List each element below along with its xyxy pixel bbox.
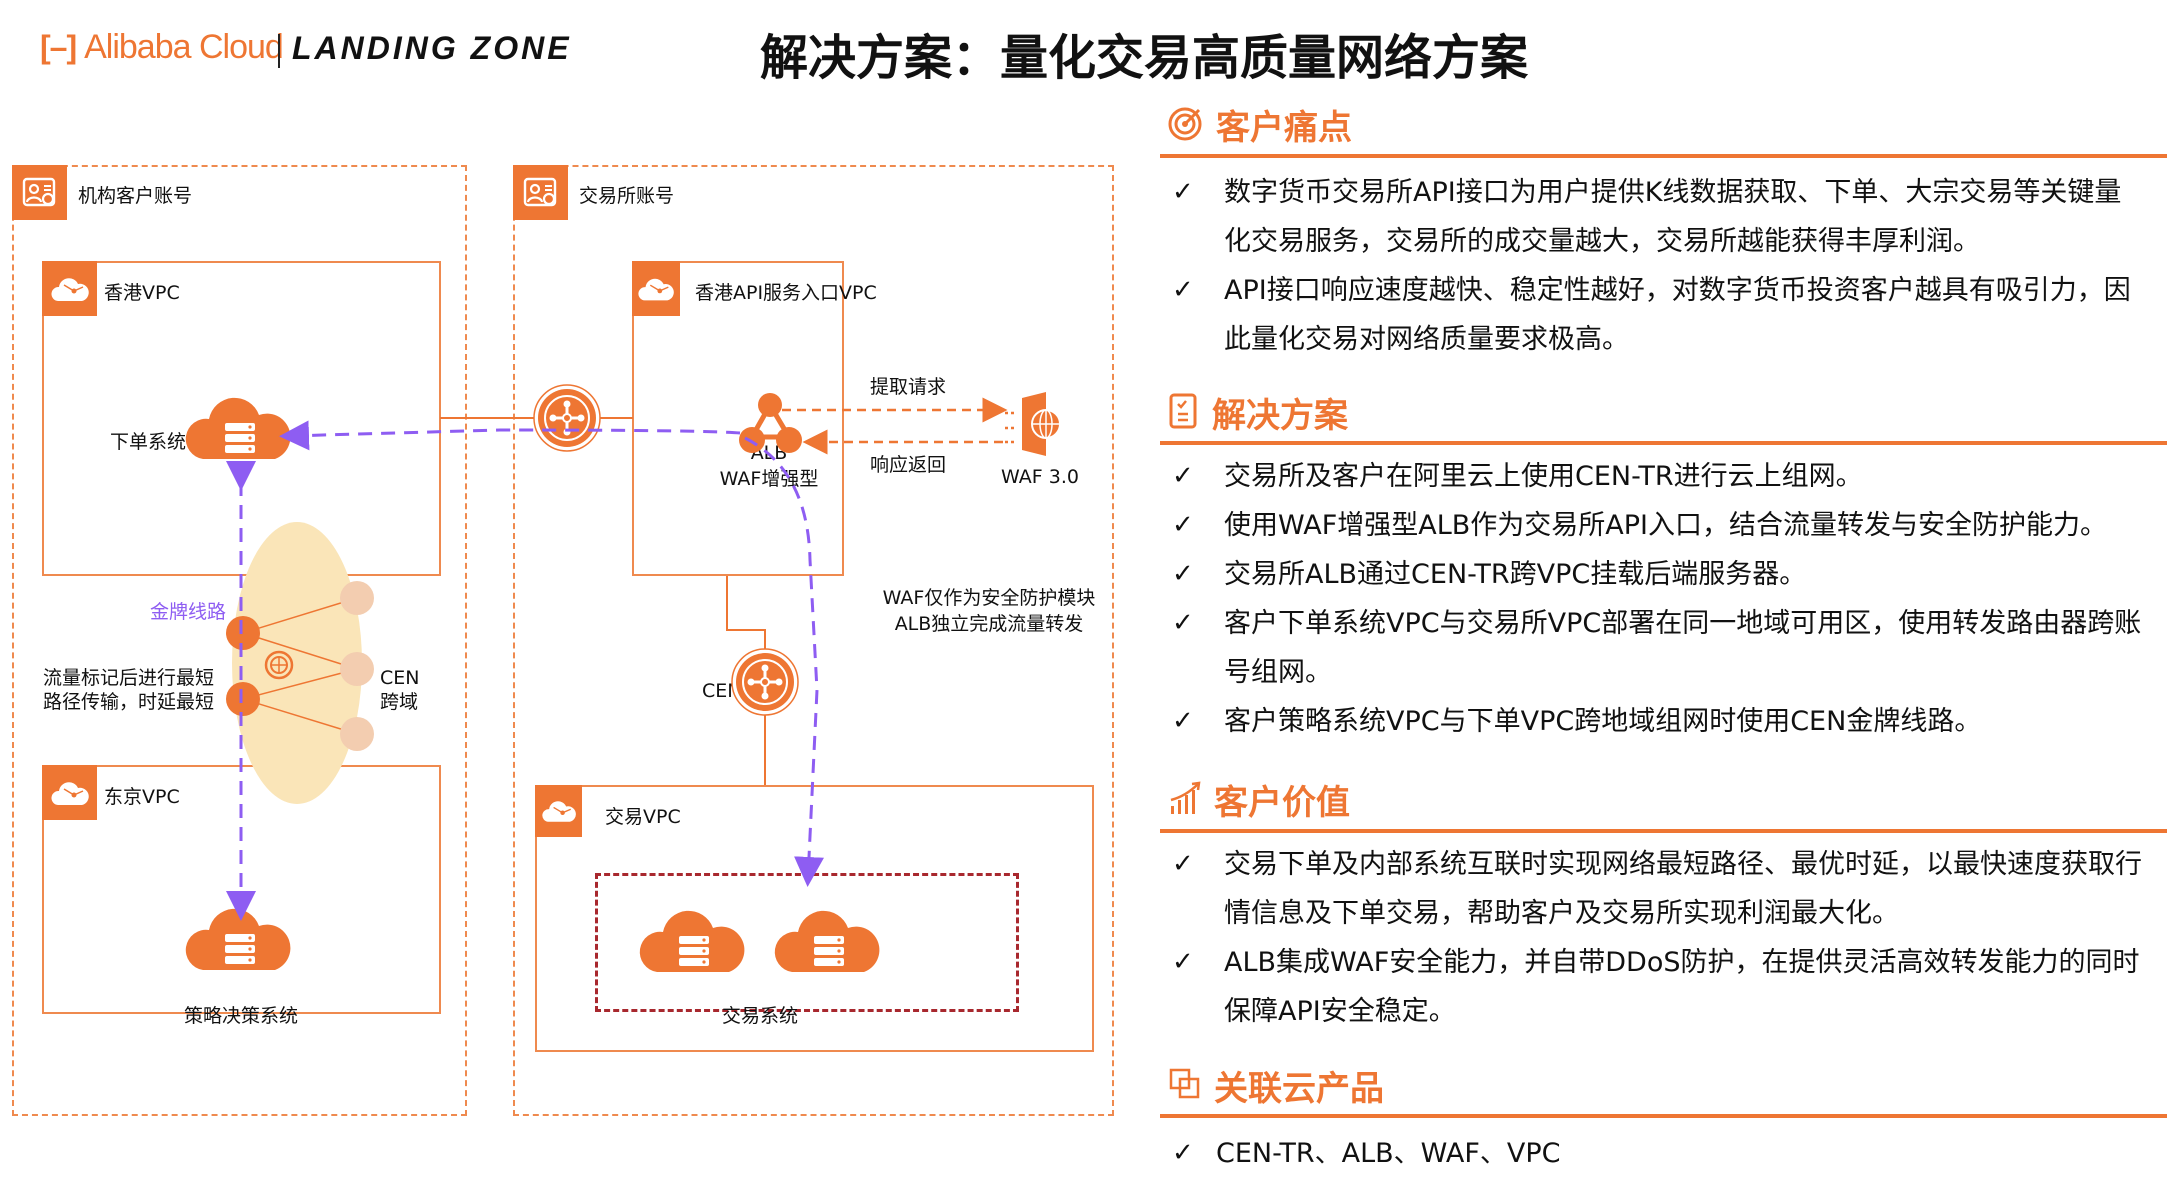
brand-name: Alibaba Cloud: [84, 28, 284, 66]
waf-label: WAF 3.0: [1001, 466, 1079, 488]
exchange-account-label: 交易所账号: [579, 185, 675, 207]
section-title: 解决方案: [1212, 396, 1348, 436]
vpc-cloud-icon: [632, 261, 680, 316]
waf-note-line1: WAF仅作为安全防护模块: [882, 587, 1096, 609]
check-icon: ✓: [1172, 275, 1194, 305]
tokyo-vpc-box: 东京VPC: [42, 765, 441, 1014]
section-title: 客户价值: [1214, 783, 1350, 823]
alb-label-line1: ALB: [750, 442, 788, 464]
growth-chart-icon: [1168, 780, 1202, 820]
list-item: ✓客户下单系统VPC与交易所VPC部署在同一地域可用区，使用转发路由器跨账号组网…: [1172, 599, 2162, 697]
list-item: ✓交易所ALB通过CEN-TR跨VPC挂载后端服务器。: [1172, 550, 2162, 599]
alb-label: ALB WAF增强型: [720, 440, 819, 492]
linked-products-icon: [1168, 1067, 1202, 1105]
cen-label-line1: CEN: [380, 667, 420, 689]
section-divider: [1160, 154, 2167, 158]
list-item: ✓使用WAF增强型ALB作为交易所API入口，结合流量转发与安全防护能力。: [1172, 501, 2162, 550]
api-vpc-label: 香港API服务入口VPC: [695, 282, 877, 304]
check-icon: ✓: [1172, 461, 1194, 491]
target-icon: [1168, 105, 1204, 145]
list-item: ✓客户策略系统VPC与下单VPC跨地域组网时使用CEN金牌线路。: [1172, 697, 2162, 746]
trade-system-label: 交易系统: [721, 1005, 799, 1027]
tokyo-vpc-label: 东京VPC: [104, 786, 180, 808]
cen-label-line2: 跨域: [380, 691, 419, 713]
list-item: ✓ALB集成WAF安全能力，并自带DDoS防护，在提供灵活高效转发能力的同时保障…: [1172, 938, 2162, 1036]
list-item: ✓API接口响应速度越快、稳定性越好，对数字货币投资客户越具有吸引力，因此量化交…: [1172, 266, 2162, 364]
api-vpc-box: 香港API服务入口VPC: [632, 261, 877, 576]
section-divider: [1160, 1114, 2167, 1118]
section-divider: [1160, 829, 2167, 833]
section-header-pain-points: 客户痛点: [1168, 100, 1352, 149]
route-note-line2: 路径传输，时延最短: [43, 691, 215, 713]
waf-note: WAF仅作为安全防护模块 ALB独立完成流量转发: [883, 585, 1096, 637]
request-label: 提取请求: [870, 376, 947, 398]
route-note: 流量标记后进行最短 路径传输，时延最短: [43, 666, 214, 714]
section-title: 关联云产品: [1214, 1069, 1384, 1109]
check-icon: ✓: [1172, 849, 1194, 879]
list-item: ✓数字货币交易所API接口为用户提供K线数据获取、下单、大宗交易等关键量化交易服…: [1172, 168, 2162, 266]
gold-line-label: 金牌线路: [150, 601, 227, 623]
alibaba-cloud-logo: [–] Alibaba Cloud: [40, 28, 284, 67]
section-header-products: 关联云产品: [1168, 1061, 1384, 1110]
route-note-line1: 流量标记后进行最短: [43, 667, 215, 689]
check-icon: ✓: [1172, 510, 1194, 540]
check-icon: ✓: [1172, 177, 1194, 207]
check-icon: ✓: [1172, 608, 1194, 638]
vpc-cloud-icon: [42, 261, 97, 316]
alb-label-line2: WAF增强型: [719, 468, 819, 490]
response-label: 响应返回: [870, 454, 947, 476]
account-icon: [12, 165, 67, 220]
list-item: ✓交易下单及内部系统互联时实现网络最短路径、最优时延，以最快速度获取行情信息及下…: [1172, 840, 2162, 938]
page-title: 解决方案：量化交易高质量网络方案: [760, 30, 1529, 86]
alibaba-bracket-icon: [–]: [40, 29, 77, 65]
checklist-icon: [1168, 392, 1200, 434]
list-item: ✓交易所及客户在阿里云上使用CEN-TR进行云上组网。: [1172, 452, 2162, 501]
vpc-cloud-icon: [535, 785, 582, 837]
logo-divider: [278, 34, 280, 68]
client-account-box: 机构客户账号: [12, 165, 467, 1116]
hk-vpc-label: 香港VPC: [104, 282, 180, 304]
account-icon: [513, 165, 568, 220]
check-icon: ✓: [1172, 706, 1194, 736]
section-divider: [1160, 441, 2167, 445]
exchange-account-box: 交易所账号: [513, 165, 1114, 1116]
trade-system-group: [595, 873, 1019, 1012]
cen-tr-label: CEN-TR: [702, 680, 772, 702]
client-account-label: 机构客户账号: [78, 185, 193, 207]
cen-cross-region-label: CEN 跨域: [380, 666, 419, 714]
section-title: 客户痛点: [1216, 108, 1352, 148]
section-header-solution: 解决方案: [1168, 388, 1348, 437]
check-icon: ✓: [1172, 1138, 1194, 1168]
strategy-system-label: 策略决策系统: [183, 1005, 299, 1027]
vpc-cloud-icon: [42, 765, 97, 820]
order-system-label: 下单系统: [110, 431, 187, 453]
check-icon: ✓: [1172, 559, 1194, 589]
hk-vpc-box: 香港VPC: [42, 261, 441, 576]
waf-note-line2: ALB独立完成流量转发: [894, 613, 1084, 635]
section-header-value: 客户价值: [1168, 775, 1350, 824]
trade-vpc-label: 交易VPC: [605, 806, 681, 828]
check-icon: ✓: [1172, 947, 1194, 977]
landing-zone-logo: LANDING ZONE: [292, 30, 572, 66]
list-item: ✓CEN-TR、ALB、WAF、VPC: [1172, 1129, 2162, 1178]
